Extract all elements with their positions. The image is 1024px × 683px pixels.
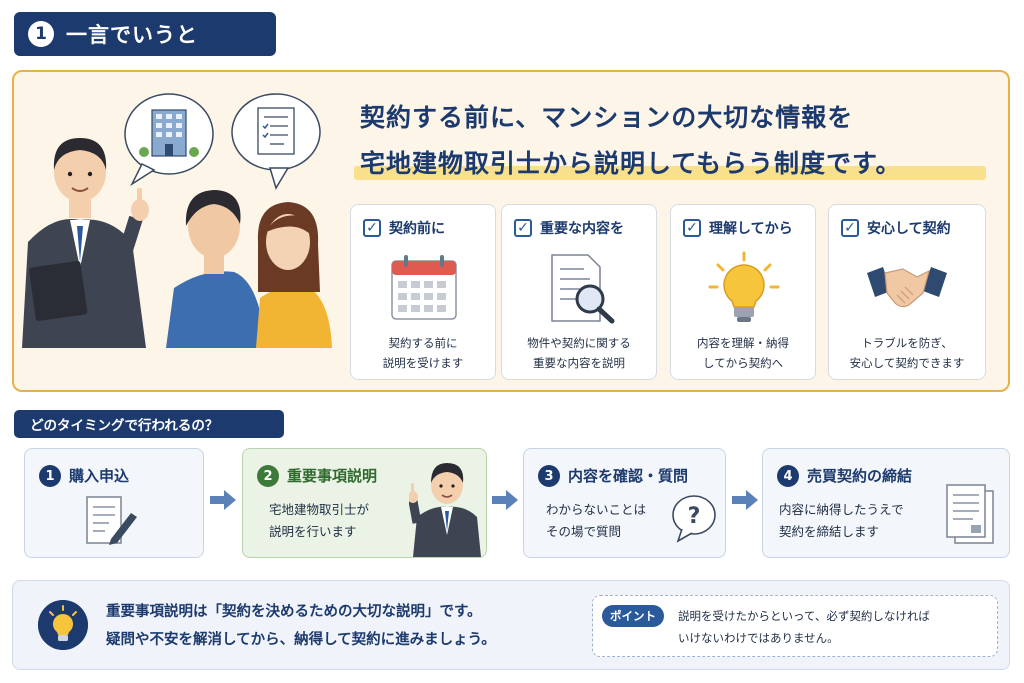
- document-magnifier-icon: [551, 254, 615, 324]
- flow-arrow-icon: [732, 490, 758, 510]
- section-title: 一言でいうと: [66, 23, 198, 47]
- step-title: 内容を確認・質問: [568, 467, 689, 485]
- agent-explaining-illustration: [22, 93, 332, 348]
- check-icon: ✓: [363, 219, 381, 237]
- section-header: 1 一言でいうと: [14, 12, 276, 56]
- building-bubble-icon: [124, 93, 214, 187]
- headline-highlight: [354, 166, 986, 180]
- question-bubble-icon: ?: [672, 495, 716, 543]
- step-number: 4: [777, 465, 799, 487]
- step-3-check-and-question: 3 内容を確認・質問 わからないことはその場で質問 ?: [523, 448, 726, 558]
- step-number: 1: [39, 465, 61, 487]
- point-box: [592, 595, 998, 657]
- step-title: 売買契約の締結: [807, 467, 913, 485]
- point-text-line-1: 説明を受けたからといって、必ず契約しなければ: [678, 609, 930, 623]
- card-desc: 契約する前に説明を受けます: [382, 336, 464, 370]
- flow-arrow-icon: [492, 490, 518, 510]
- step-desc: 宅地建物取引士が説明を行います: [269, 502, 370, 539]
- feature-card-important-content: ✓ 重要な内容を 物件や契約に関する重要な内容を説明: [501, 204, 657, 380]
- section-number-badge: 1: [28, 21, 54, 47]
- svg-text:?: ?: [688, 504, 701, 529]
- bottom-message-line-2: 疑問や不安を解消してから、納得して契約に進みましょう。: [106, 632, 496, 648]
- timing-label: どのタイミングで行われるの？: [14, 410, 284, 438]
- customer-woman-figure: [256, 202, 332, 348]
- document-bubble-icon: [231, 93, 321, 190]
- customer-man-figure: [166, 190, 266, 348]
- point-tag: ポイント: [602, 605, 664, 627]
- bottom-message-line-1: 重要事項説明は「契約を決めるための大切な説明」です。: [106, 604, 482, 620]
- card-title: 契約前に: [389, 221, 445, 237]
- check-icon: ✓: [514, 219, 532, 237]
- card-desc: トラブルを防ぎ、安心して契約できます: [849, 336, 965, 370]
- card-desc: 内容を理解・納得してから契約へ: [697, 336, 789, 370]
- card-title: 重要な内容を: [540, 221, 624, 237]
- check-icon: ✓: [683, 219, 701, 237]
- flow-arrow-icon: [210, 490, 236, 510]
- feature-card-understand: ✓ 理解してから 内容を理解・納得してから契約へ: [670, 204, 816, 380]
- calendar-icon: [391, 255, 457, 320]
- step-1-purchase-application: 1 購入申込: [24, 448, 204, 558]
- headline-line-1: 契約する前に、マンションの大切な情報を: [360, 103, 854, 132]
- step-number: 2: [257, 465, 279, 487]
- point-text-line-2: いけないわけではありません。: [678, 631, 839, 645]
- card-desc: 物件や契約に関する重要な内容を説明: [527, 336, 631, 370]
- form-pen-icon: [86, 496, 137, 545]
- card-title: 安心して契約: [867, 221, 951, 237]
- step-number: 3: [538, 465, 560, 487]
- step-desc: 内容に納得したうえで契約を締結します: [779, 502, 904, 539]
- agent-icon: [409, 463, 481, 557]
- check-icon: ✓: [841, 219, 859, 237]
- card-title: 理解してから: [709, 221, 793, 237]
- feature-card-peace-of-mind: ✓ 安心して契約 トラブルを防ぎ、安心して契約できます: [828, 204, 986, 380]
- lightbulb-icon: [708, 251, 780, 322]
- lightbulb-icon: [38, 600, 88, 650]
- step-title: 重要事項説明: [287, 467, 378, 485]
- contract-documents-icon: [946, 484, 994, 544]
- headline-line-2: 宅地建物取引士から説明してもらう制度です。: [360, 149, 902, 178]
- step-title: 購入申込: [69, 467, 130, 485]
- step-desc: わからないことはその場で質問: [546, 502, 647, 539]
- handshake-icon: [867, 267, 947, 308]
- step-4-sales-contract: 4 売買契約の締結 内容に納得したうえで契約を締結します: [762, 448, 1010, 558]
- agent-figure: [22, 138, 149, 348]
- feature-card-before-contract: ✓ 契約前に 契約する前に説明を受けます: [350, 204, 496, 380]
- step-2-important-matters-explanation: 2 重要事項説明 宅地建物取引士が説明を行います: [242, 448, 487, 558]
